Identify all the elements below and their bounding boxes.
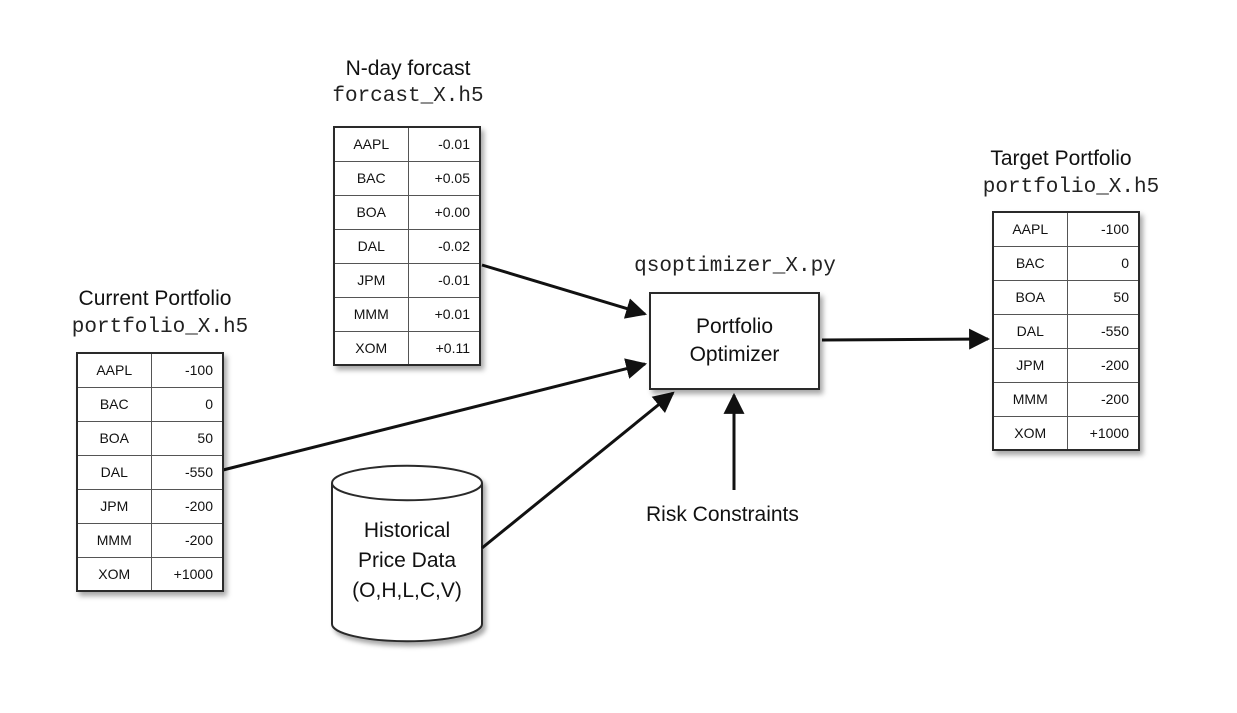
table-row: XOM+1000 bbox=[76, 556, 224, 592]
risk-constraints-label: Risk Constraints bbox=[646, 503, 799, 526]
symbol-cell: BAC bbox=[76, 386, 152, 422]
value-cell: -200 bbox=[150, 488, 224, 524]
value-cell: +0.11 bbox=[407, 330, 481, 366]
symbol-cell: AAPL bbox=[76, 352, 152, 388]
value-cell: -100 bbox=[150, 352, 224, 388]
historical-label-line1: Historical bbox=[363, 519, 451, 542]
symbol-cell: AAPL bbox=[992, 211, 1068, 247]
optimizer-file-name: qsoptimizer_X.py bbox=[634, 255, 836, 278]
table-row: JPM-200 bbox=[76, 488, 224, 524]
table-row: AAPL-100 bbox=[992, 211, 1140, 247]
arrow-forecast-to-optimizer bbox=[481, 263, 648, 319]
value-cell: 50 bbox=[150, 420, 224, 456]
symbol-cell: BAC bbox=[992, 245, 1068, 281]
value-cell: +1000 bbox=[1066, 415, 1140, 451]
value-cell: 0 bbox=[1066, 245, 1140, 281]
historical-data-label: Historical Price Data (O,H,L,C,V) bbox=[332, 516, 482, 606]
table-row: BAC+0.05 bbox=[333, 160, 481, 196]
symbol-cell: BOA bbox=[76, 420, 152, 456]
historical-label-line2: Price Data bbox=[357, 549, 457, 572]
symbol-cell: XOM bbox=[76, 556, 152, 592]
symbol-cell: JPM bbox=[333, 262, 409, 298]
value-cell: -0.01 bbox=[407, 262, 481, 298]
symbol-cell: DAL bbox=[76, 454, 152, 490]
table-row: MMM-200 bbox=[992, 381, 1140, 417]
value-cell: -200 bbox=[150, 522, 224, 558]
symbol-cell: MMM bbox=[76, 522, 152, 558]
value-cell: +0.00 bbox=[407, 194, 481, 230]
symbol-cell: BAC bbox=[333, 160, 409, 196]
value-cell: -0.02 bbox=[407, 228, 481, 264]
value-cell: 0 bbox=[150, 386, 224, 422]
current-portfolio-file-name: portfolio_X.h5 bbox=[71, 316, 249, 339]
symbol-cell: XOM bbox=[992, 415, 1068, 451]
forecast-file-name: forcast_X.h5 bbox=[332, 85, 484, 108]
symbol-cell: JPM bbox=[76, 488, 152, 524]
value-cell: -200 bbox=[1066, 381, 1140, 417]
table-row: XOM+1000 bbox=[992, 415, 1140, 451]
symbol-cell: DAL bbox=[333, 228, 409, 264]
value-cell: -550 bbox=[150, 454, 224, 490]
table-row: DAL-0.02 bbox=[333, 228, 481, 264]
table-row: XOM+0.11 bbox=[333, 330, 481, 366]
symbol-cell: XOM bbox=[333, 330, 409, 366]
target-portfolio-file-name: portfolio_X.h5 bbox=[982, 176, 1160, 199]
current-portfolio-title: Current Portfolio bbox=[78, 287, 232, 310]
value-cell: -550 bbox=[1066, 313, 1140, 349]
symbol-cell: DAL bbox=[992, 313, 1068, 349]
symbol-cell: MMM bbox=[992, 381, 1068, 417]
table-row: JPM-0.01 bbox=[333, 262, 481, 298]
value-cell: +0.05 bbox=[407, 160, 481, 196]
target-portfolio-title: Target Portfolio bbox=[990, 147, 1132, 170]
arrow-optimizer-to-target bbox=[821, 328, 991, 350]
value-cell: +1000 bbox=[150, 556, 224, 592]
symbol-cell: MMM bbox=[333, 296, 409, 332]
forecast-table: AAPL-0.01 BAC+0.05 BOA+0.00 DAL-0.02 JPM… bbox=[333, 126, 481, 366]
historical-label-line3: (O,H,L,C,V) bbox=[352, 579, 462, 602]
table-row: DAL-550 bbox=[76, 454, 224, 490]
table-row: MMM-200 bbox=[76, 522, 224, 558]
optimizer-label-line1: Portfolio bbox=[695, 315, 774, 338]
value-cell: -200 bbox=[1066, 347, 1140, 383]
table-row: BOA+0.00 bbox=[333, 194, 481, 230]
forecast-title: N-day forcast bbox=[345, 57, 471, 80]
symbol-cell: BOA bbox=[992, 279, 1068, 315]
value-cell: +0.01 bbox=[407, 296, 481, 332]
value-cell: -0.01 bbox=[407, 126, 481, 162]
value-cell: 50 bbox=[1066, 279, 1140, 315]
symbol-cell: BOA bbox=[333, 194, 409, 230]
portfolio-optimizer-box: Portfolio Optimizer bbox=[649, 292, 820, 390]
historical-data-cylinder bbox=[331, 464, 483, 643]
symbol-cell: JPM bbox=[992, 347, 1068, 383]
table-row: MMM+0.01 bbox=[333, 296, 481, 332]
table-row: AAPL-0.01 bbox=[333, 126, 481, 162]
table-row: AAPL-100 bbox=[76, 352, 224, 388]
table-row: DAL-550 bbox=[992, 313, 1140, 349]
value-cell: -100 bbox=[1066, 211, 1140, 247]
optimizer-label-line2: Optimizer bbox=[689, 343, 780, 366]
symbol-cell: AAPL bbox=[333, 126, 409, 162]
arrow-historical-to-optimizer bbox=[481, 391, 675, 550]
table-row: JPM-200 bbox=[992, 347, 1140, 383]
arrow-current-to-optimizer bbox=[222, 358, 648, 472]
